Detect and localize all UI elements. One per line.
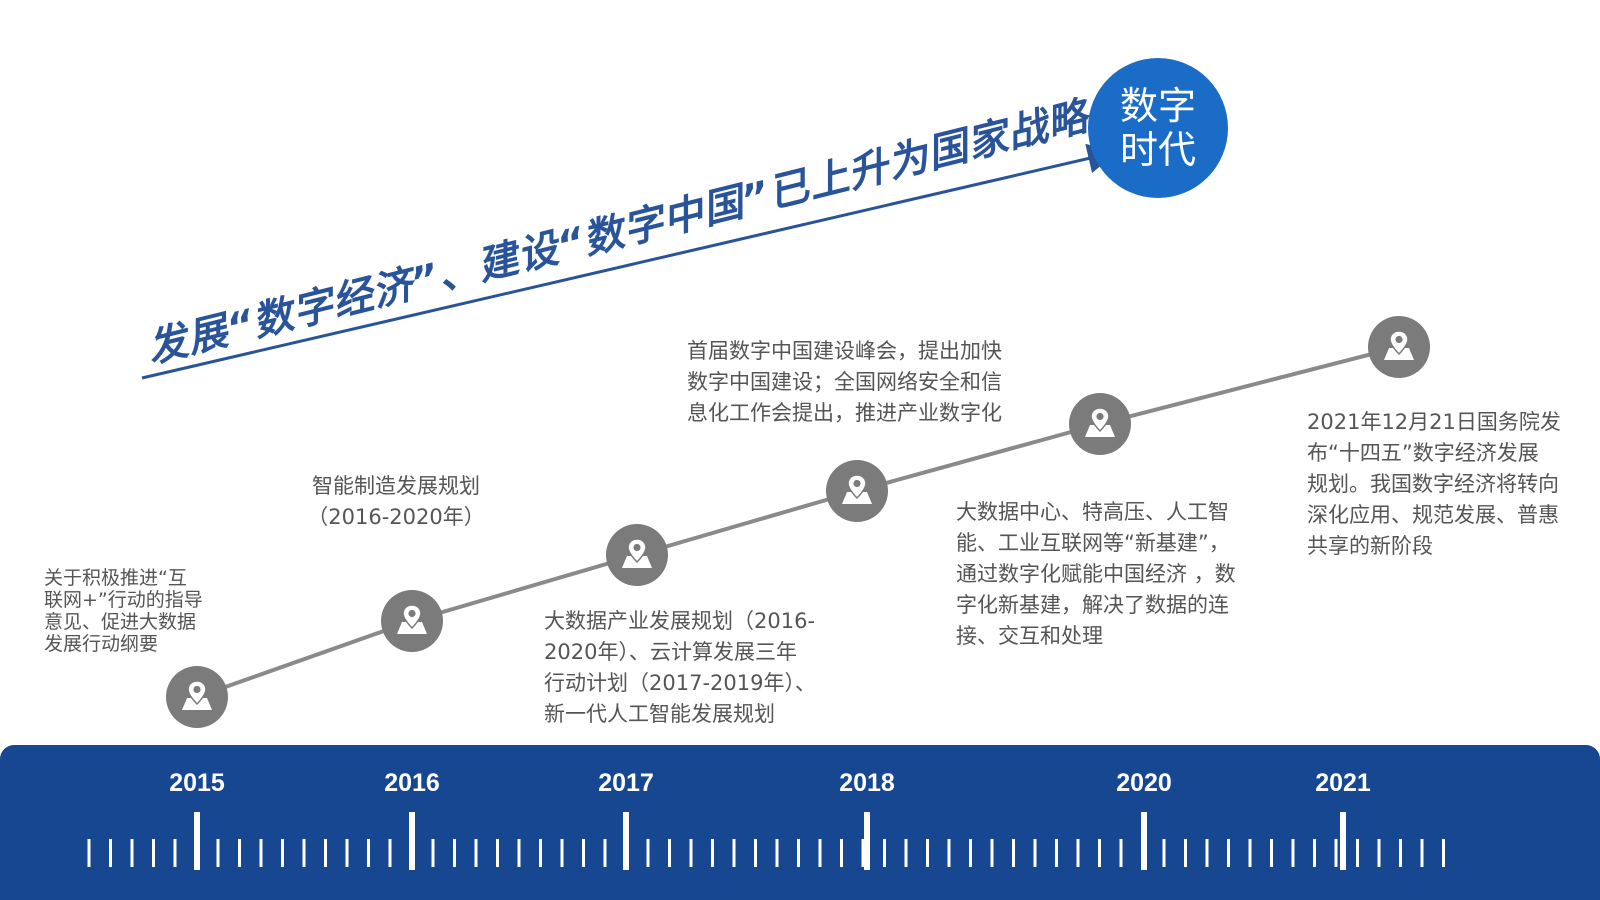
headline-arrow: [141, 143, 1118, 380]
map-pin-icon: [1085, 407, 1115, 437]
milestone-2020-pin: [1069, 393, 1131, 455]
description-line: 布“十四五”数字经济发展: [1307, 441, 1539, 465]
badge-line-2: 时代: [1119, 128, 1196, 172]
milestone-2018-pin: [826, 460, 888, 522]
milestone-2017-description: 大数据产业发展规划（2016- 2020年）、云计算发展三年 行动计划（2017…: [544, 606, 816, 730]
description-line: 新一代人工智能发展规划: [544, 702, 775, 726]
milestone-2021-pin: [1368, 316, 1430, 378]
description-line: 接、交互和处理: [956, 624, 1103, 648]
milestone-2016-pin: [381, 590, 443, 652]
description-line: 规划。我国数字经济将转向: [1307, 472, 1559, 496]
map-pin-icon: [1384, 330, 1414, 360]
map-pin-icon: [182, 680, 212, 710]
badge-line-1: 数字: [1119, 84, 1196, 128]
year-label-2021: 2021: [1315, 769, 1371, 797]
milestone-2017-pin: [606, 524, 668, 586]
description-line: 首届数字中国建设峰会，提出加快: [687, 339, 1002, 363]
description-line: 共享的新阶段: [1307, 534, 1433, 558]
description-line: 数字中国建设；全国网络安全和信: [687, 370, 1002, 394]
description-line: （2016-2020年）: [307, 505, 485, 529]
description-line: 深化应用、规范发展、普惠: [1307, 503, 1559, 527]
year-label-2018: 2018: [839, 769, 895, 797]
milestone-2020-description: 大数据中心、特高压、人工智 能、工业互联网等“新基建”， 通过数字化赋能中国经济…: [956, 497, 1236, 652]
milestone-2015-description: 关于积极推进“互 联网+”行动的指导 意见、促进大数据 发展行动纲要: [44, 567, 203, 655]
description-line: 2020年）、云计算发展三年: [544, 640, 797, 664]
year-label-2020: 2020: [1116, 769, 1172, 797]
description-line: 行动计划（2017-2019年）、: [544, 671, 816, 695]
description-line: 发展行动纲要: [44, 633, 159, 655]
digital-era-badge: 数字 时代: [1088, 58, 1228, 198]
map-pin-icon: [842, 474, 872, 504]
year-label-2015: 2015: [169, 769, 225, 797]
year-label-2016: 2016: [384, 769, 440, 797]
map-pin-icon: [622, 538, 652, 568]
description-line: 2021年12月21日国务院发: [1307, 410, 1561, 434]
description-line: 大数据中心、特高压、人工智: [956, 500, 1229, 524]
timeline-bar: [0, 745, 1600, 900]
description-line: 智能制造发展规划: [312, 474, 480, 498]
year-label-2017: 2017: [598, 769, 654, 797]
milestone-2021-description: 2021年12月21日国务院发 布“十四五”数字经济发展 规划。我国数字经济将转…: [1307, 407, 1561, 562]
milestone-2015-pin: [166, 666, 228, 728]
description-line: 息化工作会提出，推进产业数字化: [687, 401, 1002, 425]
description-line: 大数据产业发展规划（2016-: [544, 609, 816, 633]
milestone-2016-description: 智能制造发展规划 （2016-2020年）: [296, 471, 496, 533]
description-line: 联网+”行动的指导: [44, 589, 203, 611]
map-pin-icon: [397, 604, 427, 634]
description-line: 通过数字化赋能中国经济 ，数: [956, 562, 1236, 586]
description-line: 意见、促进大数据: [44, 611, 197, 633]
milestone-connector: [196, 345, 1400, 699]
milestone-2018-description: 首届数字中国建设峰会，提出加快 数字中国建设；全国网络安全和信 息化工作会提出，…: [687, 336, 1002, 429]
description-line: 能、工业互联网等“新基建”，: [956, 531, 1230, 555]
description-line: 字化新基建，解决了数据的连: [956, 593, 1229, 617]
description-line: 关于积极推进“互: [44, 567, 187, 589]
